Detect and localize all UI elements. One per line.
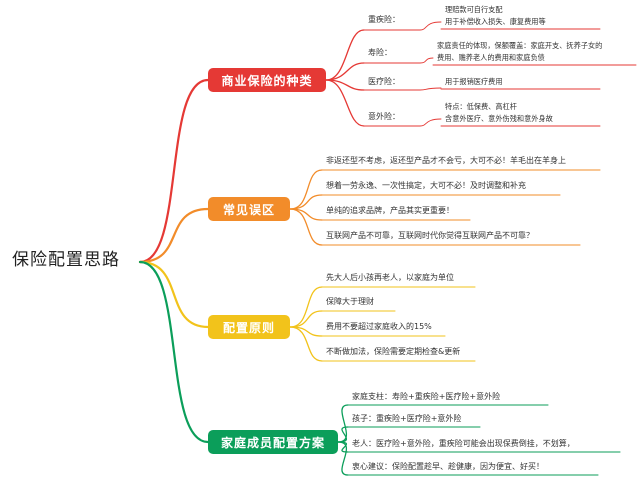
branch-connector-2 (138, 260, 210, 329)
detail-0-3-1: 含意外医疗、意外伤残和意外身故 (445, 114, 553, 123)
sub-item-2-3: 不断做加法，保险需要定期检查&更新 (326, 347, 461, 356)
sub-item-1-3: 互联网产品不可靠，互联网时代你觉得互联网产品不可靠？ (326, 231, 534, 240)
sub-item-3-3: 衷心建议：保险配置趁早、趁健康，因为便宜、好买！ (352, 462, 544, 471)
sub-item-0-3: 意外险： (368, 112, 400, 121)
sub-item-0-2: 医疗险： (368, 77, 400, 86)
sub-connector-0-1 (325, 62, 365, 81)
sub-item-1-0: 非返还型不考虑，返还型产品才不会亏，大可不必！羊毛出在羊身上 (326, 156, 566, 165)
topic-0: 商业保险的种类 (208, 68, 326, 92)
detail-0-0-1: 用于补偿收入损失、康复费用等 (445, 17, 546, 26)
sub-connector-3-0 (337, 404, 349, 443)
sub-connector-1-0 (289, 169, 323, 210)
sub-connector-1-3 (289, 208, 323, 246)
sub-item-2-0: 先大人后小孩再老人，以家庭为单位 (326, 273, 454, 282)
sub-item-2-1: 保障大于理财 (326, 297, 374, 306)
branch-connector-1 (138, 207, 210, 264)
sub-item-0-0: 重疾险： (368, 15, 400, 24)
sub-item-1-2: 单纯的追求品牌，产品其实更重要！ (326, 206, 454, 215)
topic-2: 配置原则 (208, 315, 290, 339)
sub-item-2-2: 费用不要超过家庭收入的15% (326, 322, 432, 331)
detail-connector-0-0 (419, 21, 442, 31)
sub-item-3-1: 孩子：重疾险+医疗险+意外险 (352, 414, 462, 423)
sub-item-0-1: 寿险： (368, 48, 392, 57)
detail-0-1-0: 家庭责任的体现，保额覆盖：家庭开支、抚养子女的 (437, 41, 603, 50)
sub-connector-0-3 (325, 79, 365, 127)
detail-0-1-1: 费用、赡养老人的费用和家庭负债 (437, 53, 545, 62)
sub-connector-2-3 (289, 326, 323, 362)
sub-item-1-1: 想着一劳永逸、一次性搞定，大可不必！及时调整和补充 (326, 181, 526, 190)
detail-connector-0-3 (419, 118, 442, 127)
sub-item-3-0: 家庭支柱：寿险+重疾险+医疗险+意外险 (352, 392, 501, 401)
topic-3: 家庭成员配置方案 (208, 430, 338, 454)
sub-connector-3-1 (337, 426, 349, 443)
topic-1: 常见误区 (208, 197, 290, 221)
root-title: 保险配置思路 (12, 250, 120, 270)
detail-0-2-0: 用于报销医疗费用 (445, 77, 503, 86)
branch-connector-3 (138, 260, 210, 444)
detail-0-3-0: 特点：低保费、高杠杆 (445, 102, 517, 111)
sub-connector-2-0 (289, 286, 323, 328)
detail-connector-0-2 (419, 87, 442, 91)
detail-connector-0-1 (419, 57, 434, 64)
sub-item-3-2: 老人：医疗险+意外险，重疾险可能会出现保费倒挂，不划算， (352, 439, 575, 448)
detail-0-0-0: 理赔款可自行支配 (445, 5, 503, 14)
sub-connector-3-3 (337, 441, 349, 476)
sub-connector-1-2 (289, 208, 323, 221)
sub-connector-0-0 (325, 29, 365, 81)
branch-connector-0 (138, 78, 210, 264)
sub-connector-2-2 (289, 326, 323, 337)
sub-connector-1-1 (289, 194, 323, 210)
